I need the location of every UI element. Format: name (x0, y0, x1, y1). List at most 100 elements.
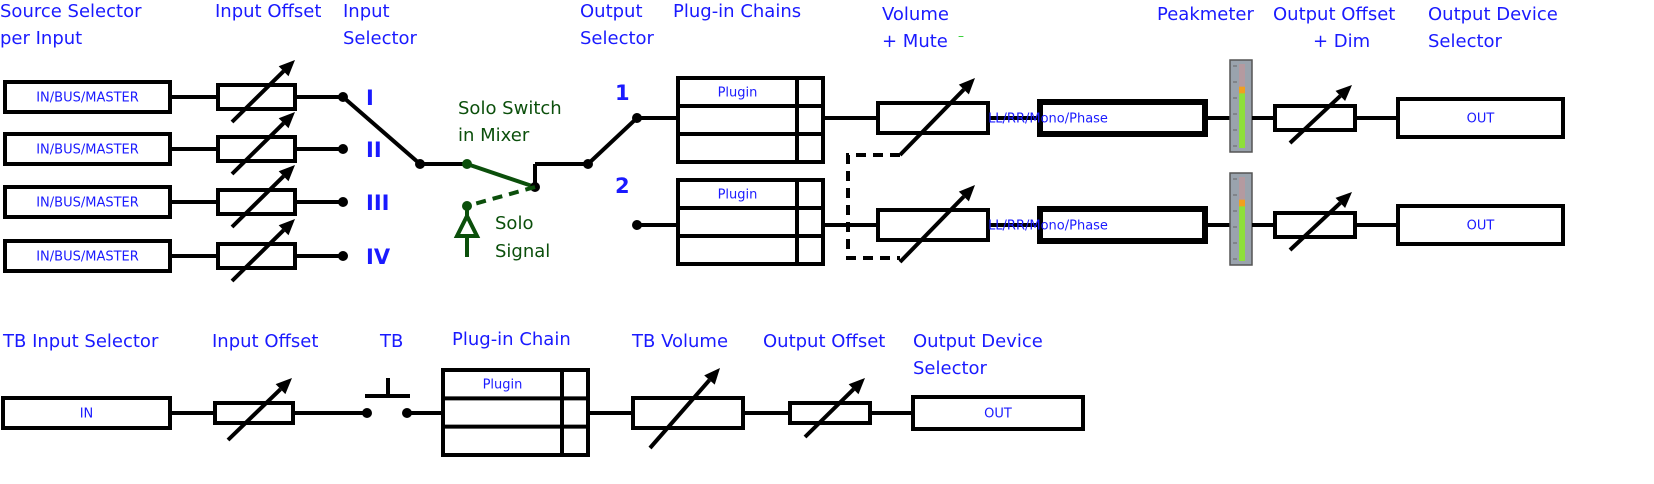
mute-link-dashed (846, 153, 900, 260)
peakmeter (1229, 59, 1253, 153)
peakmeter-orange (1239, 199, 1245, 207)
adjust-arrow-icon (226, 378, 292, 442)
solo-switch-label-line2: in Mixer (458, 125, 530, 146)
input-numeral: II (366, 138, 382, 162)
arrow-shaft (1288, 94, 1342, 145)
header-tb-volume: TB Volume (631, 331, 728, 352)
output-device-box-label: OUT (1467, 112, 1495, 127)
header-tb-output-offset: Output Offset (763, 331, 885, 352)
arrow-head (848, 378, 865, 395)
header-output-selector-line2: Selector (580, 28, 655, 49)
adjust-arrow-icon (230, 219, 295, 283)
source-selector-box-label: IN/BUS/MASTER (36, 196, 139, 211)
header-output-offset-line2: + Dim (1313, 31, 1370, 52)
arrow-head (275, 378, 292, 395)
source-selector-box-label: IN/BUS/MASTER (36, 143, 139, 158)
adjust-arrow-icon (898, 185, 975, 264)
arrow-shaft (898, 195, 966, 264)
solo-switch-label: Solo Switch (458, 98, 562, 119)
solo-signal-label: Solo (495, 213, 533, 234)
header-source-selector: Source Selector (0, 1, 142, 22)
selector-arm (341, 95, 422, 166)
header-output-offset: Output Offset (1273, 4, 1395, 25)
solo-switch-arm (466, 162, 536, 189)
solo-signal-label-line2: Signal (495, 241, 550, 262)
arrow-shaft (803, 387, 855, 439)
solo-junction (462, 159, 472, 169)
adjust-arrow-icon (230, 60, 295, 124)
arrow-shaft (898, 88, 966, 157)
plugin-slot-label: Plugin (483, 378, 523, 393)
arrow-shaft (230, 174, 285, 229)
peakmeter-green (1239, 206, 1245, 261)
peakmeter-green (1239, 93, 1245, 148)
header-output-selector: Output (580, 1, 643, 22)
arrow-shaft (648, 378, 711, 450)
input-numeral: III (366, 191, 389, 215)
tb-terminal (362, 408, 372, 418)
output-number: 1 (615, 81, 630, 105)
header-tb-plugin-chain: Plug-in Chain (452, 329, 571, 350)
solo-signal-triangle-icon (453, 211, 481, 238)
channel-mode-box-label: LL/RR/Mono/Phase (988, 219, 1108, 234)
junction (415, 159, 425, 169)
adjust-arrow-icon (230, 112, 295, 176)
input-terminal (338, 144, 348, 154)
tb-output-device-box (911, 395, 1085, 431)
header-input-selector: Input (343, 1, 390, 22)
mute-mark: – (958, 29, 964, 43)
header-source-selector-line2: per Input (0, 28, 82, 49)
arrow-head (1335, 85, 1352, 102)
header-volume-line2: + Mute (882, 31, 948, 52)
output-device-box (1396, 204, 1565, 246)
header-output-device-line2: Selector (1428, 31, 1503, 52)
input-numeral: IV (366, 245, 391, 269)
arrow-head (958, 185, 975, 202)
header-tb-output-device: Output Device (913, 331, 1043, 352)
solo-dashed-link (466, 185, 536, 208)
output-device-box (1396, 97, 1565, 139)
arrow-head (278, 60, 295, 77)
peakmeter-orange (1239, 86, 1245, 94)
adjust-arrow-icon (1288, 192, 1352, 252)
volume-pot (876, 101, 990, 135)
arrow-head (958, 78, 975, 95)
header-plugin-chains: Plug-in Chains (673, 1, 801, 22)
adjust-arrow-icon (230, 165, 295, 229)
output-number: 2 (615, 174, 630, 198)
arrow-head (704, 368, 720, 385)
header-tb-input-offset: Input Offset (212, 331, 318, 352)
header-tb-output-device-line2: Selector (913, 358, 988, 379)
output-selector-arm (586, 116, 639, 166)
input-numeral: I (366, 86, 374, 110)
tb-output-device-box-label: OUT (984, 407, 1012, 422)
peakmeter (1229, 172, 1253, 266)
adjust-arrow-icon (648, 368, 720, 450)
header-output-device: Output Device (1428, 4, 1558, 25)
adjust-arrow-icon (803, 378, 865, 439)
header-tb-input-selector: TB Input Selector (2, 331, 159, 352)
source-selector-box-label: IN/BUS/MASTER (36, 250, 139, 265)
channel-mode-box-label: LL/RR/Mono/Phase (988, 112, 1108, 127)
arrow-shaft (1288, 201, 1342, 252)
header-input-offset: Input Offset (215, 1, 321, 22)
tb-volume-pot (631, 396, 745, 430)
source-selector-box (3, 80, 172, 114)
arrow-shaft (230, 121, 285, 176)
arrow-head (1335, 192, 1352, 209)
output-device-box-label: OUT (1467, 219, 1495, 234)
header-tb: TB (379, 331, 403, 352)
input-terminal (338, 197, 348, 207)
header-volume: Volume (882, 4, 949, 25)
arrow-shaft (230, 69, 285, 124)
input-terminal (338, 251, 348, 261)
source-selector-box (3, 185, 172, 219)
header-peakmeter: Peakmeter (1157, 4, 1254, 25)
arrow-shaft (230, 228, 285, 283)
adjust-arrow-icon (1288, 85, 1352, 145)
volume-pot (876, 208, 990, 242)
arrow-head (278, 165, 295, 182)
arrow-shaft (226, 387, 282, 442)
arrow-head (278, 219, 295, 236)
